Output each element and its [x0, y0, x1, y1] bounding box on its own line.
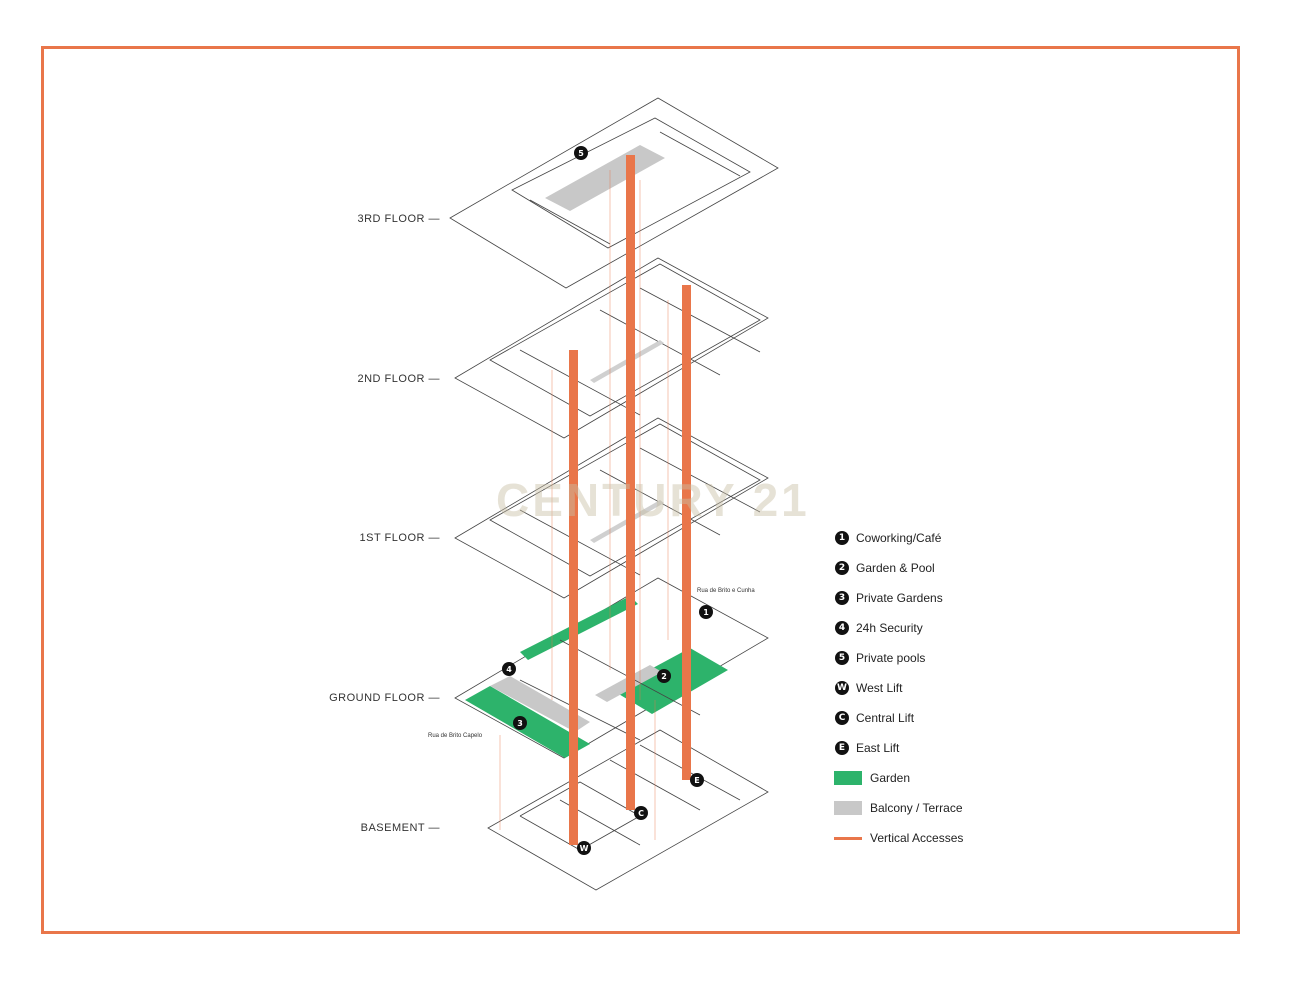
legend-label: Private pools	[856, 651, 926, 665]
vertical-accesses	[569, 155, 691, 845]
legend-line-vertical	[834, 837, 862, 840]
legend-item-balcony: Balcony / Terrace	[834, 797, 963, 827]
legend-swatch-garden	[834, 771, 862, 785]
legend-label: Coworking/Café	[856, 531, 942, 545]
legend-badge: W	[835, 681, 849, 695]
legend-item-private-pools: 5 Private pools	[834, 647, 963, 677]
legend-item-east-lift: E East Lift	[834, 737, 963, 767]
marker-3: 3	[513, 716, 527, 730]
garden-area	[465, 686, 590, 758]
legend-label: Garden	[870, 771, 911, 785]
legend-label: Central Lift	[856, 711, 915, 725]
west-lift-shaft	[569, 350, 578, 845]
marker-east: E	[690, 773, 704, 787]
legend-badge: 3	[835, 591, 849, 605]
street-label-brito-cunha: Rua de Brito e Cunha	[697, 588, 755, 594]
legend: 1 Coworking/Café 2 Garden & Pool 3 Priva…	[834, 527, 963, 857]
legend-item-coworking: 1 Coworking/Café	[834, 527, 963, 557]
legend-badge: 1	[835, 531, 849, 545]
legend-item-central-lift: C Central Lift	[834, 707, 963, 737]
connector-lines	[499, 170, 669, 840]
legend-label: Garden & Pool	[856, 561, 935, 575]
floor-label-basement: BASEMENT —	[360, 822, 440, 834]
marker-central: C	[634, 806, 648, 820]
floor-label-2nd: 2ND FLOOR —	[357, 373, 440, 385]
legend-label: Vertical Accesses	[870, 831, 964, 845]
legend-badge: 4	[835, 621, 849, 635]
east-lift-shaft	[682, 285, 691, 780]
frame-border	[41, 46, 1240, 934]
floor-label-ground: GROUND FLOOR —	[329, 692, 440, 704]
legend-badge: 2	[835, 561, 849, 575]
street-label-brito-capelo: Rua de Brito Capelo	[428, 733, 483, 739]
marker-1: 1	[699, 605, 713, 619]
legend-label: Private Gardens	[856, 591, 943, 605]
legend-badge: C	[835, 711, 849, 725]
floor-label-1st: 1ST FLOOR —	[359, 532, 440, 544]
legend-label: East Lift	[856, 741, 900, 755]
legend-item-vertical-accesses: Vertical Accesses	[834, 827, 963, 857]
balcony-area	[490, 676, 590, 732]
legend-item-garden: Garden	[834, 767, 963, 797]
legend-label: West Lift	[856, 681, 903, 695]
legend-badge: 5	[835, 651, 849, 665]
garden-area	[612, 648, 728, 714]
marker-west: W	[577, 841, 591, 855]
legend-swatch-balcony	[834, 801, 862, 815]
legend-item-security: 4 24h Security	[834, 617, 963, 647]
legend-item-private-gardens: 3 Private Gardens	[834, 587, 963, 617]
legend-item-garden-pool: 2 Garden & Pool	[834, 557, 963, 587]
marker-2: 2	[657, 669, 671, 683]
legend-label: Balcony / Terrace	[870, 801, 963, 815]
second-floor-plate	[454, 257, 769, 439]
floor-label-3rd: 3RD FLOOR —	[357, 213, 440, 225]
legend-item-west-lift: W West Lift	[834, 677, 963, 707]
watermark-logo: CENTURY 21	[496, 474, 810, 526]
garden-area	[520, 596, 638, 660]
marker-4: 4	[502, 662, 516, 676]
legend-label: 24h Security	[856, 621, 923, 635]
third-floor-plate	[449, 97, 779, 289]
legend-badge: E	[835, 741, 849, 755]
marker-5: 5	[574, 146, 588, 160]
central-lift-shaft	[626, 155, 635, 810]
